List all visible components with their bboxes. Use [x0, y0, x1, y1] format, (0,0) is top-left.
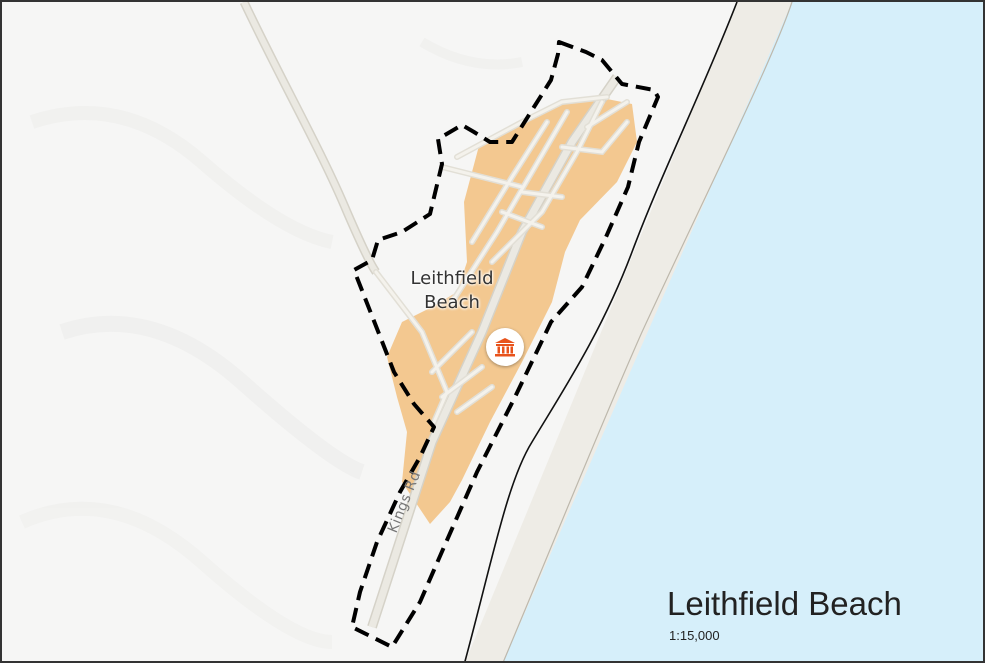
coastline-inner — [464, 2, 738, 661]
sea-area — [503, 2, 983, 661]
terrain-hillshade — [19, 37, 523, 649]
settlement-boundary — [350, 40, 660, 649]
place-label-line2: Beach — [424, 292, 480, 313]
beach-area — [465, 2, 802, 661]
settlement-area — [387, 99, 637, 524]
access-road — [241, 2, 379, 274]
map-scale: 1:15,000 — [669, 628, 720, 643]
kings-road — [368, 75, 620, 629]
museum-icon — [495, 338, 515, 357]
place-label: Leithfield Beach — [397, 267, 507, 315]
map-title: Leithfield Beach — [667, 585, 902, 622]
museum-poi[interactable] — [486, 328, 524, 366]
place-label-line1: Leithfield — [410, 268, 494, 289]
coastline-outer — [503, 2, 793, 661]
